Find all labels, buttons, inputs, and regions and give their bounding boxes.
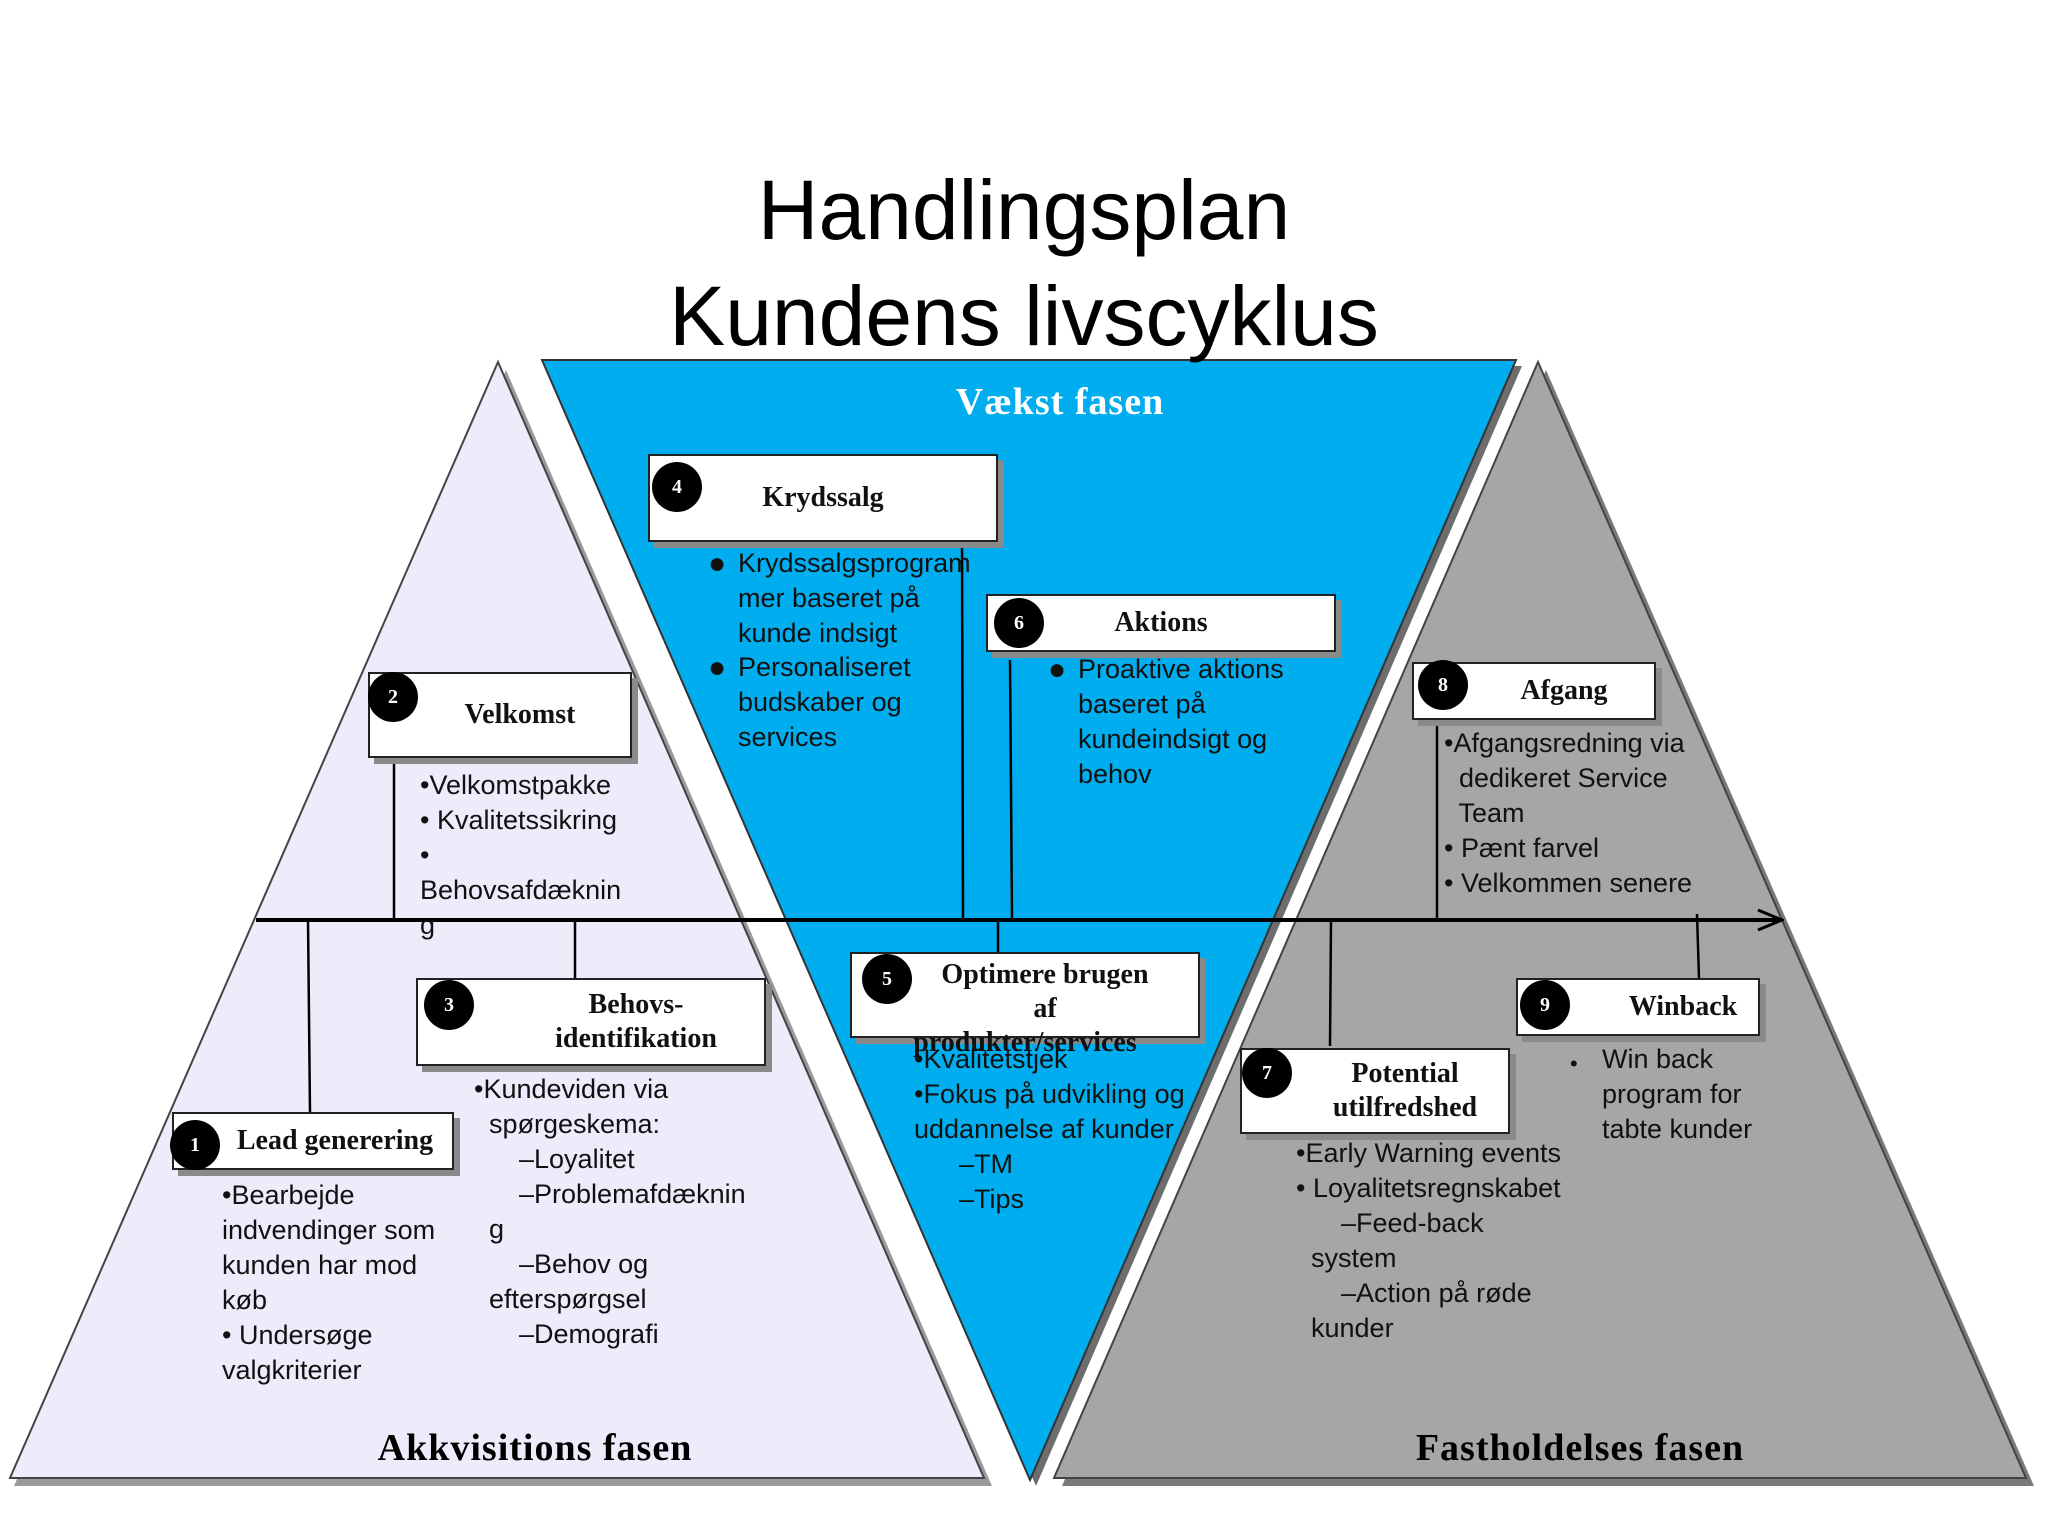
connector-4 xyxy=(960,539,965,921)
step-title-5a: Optimere brugen xyxy=(941,959,1149,990)
step-title-5c: produkter/services xyxy=(913,1027,1137,1058)
step-title-2: Velkomst xyxy=(464,699,576,730)
step-title-3b: identifikation xyxy=(555,1023,717,1054)
step-title-6: Aktions xyxy=(1114,607,1208,638)
step-text-3: •Kundeviden via spørgeskema: –Loyalitet … xyxy=(474,1074,746,1349)
step-title-5b: af xyxy=(1033,993,1057,1024)
step-title-7b: utilfredshed xyxy=(1332,1092,1478,1123)
step-bullet-4b: ● Personaliseret budskaber og services xyxy=(708,651,911,752)
step-box-4: Krydssalg xyxy=(648,454,998,542)
step-title-1: Lead generering xyxy=(236,1125,434,1156)
step-marker-9: • xyxy=(1570,1051,1578,1076)
phase-title-retention: Fastholdelses fasen xyxy=(1415,1427,1745,1469)
step-number-6: 6 xyxy=(994,598,1044,648)
connector-6 xyxy=(1008,659,1014,921)
page-title-line2: Kundens livscyklus xyxy=(669,269,1379,363)
step-number-4: 4 xyxy=(652,462,702,512)
step-text-5: •Kvalitetstjek •Fokus på udvikling og ud… xyxy=(914,1044,1185,1214)
connector-9 xyxy=(1695,913,1701,979)
step-title-7a: Potential xyxy=(1351,1058,1459,1089)
connector-7 xyxy=(1328,919,1333,1047)
step-box-6: Aktions xyxy=(986,594,1336,652)
step-text-7: •Early Warning events • Loyalitetsregnsk… xyxy=(1296,1138,1562,1343)
step-number-3: 3 xyxy=(424,980,474,1030)
step-box-3: Behovs- identifikation xyxy=(416,978,766,1066)
step-bullet-6a: ● Proaktive aktions baseret på kundeinds… xyxy=(1048,653,1284,789)
step-number-9: 9 xyxy=(1520,980,1570,1030)
step-number-5: 5 xyxy=(862,954,912,1004)
step-title-9: Winback xyxy=(1628,991,1738,1022)
step-number-1: 1 xyxy=(170,1120,220,1170)
connector-1 xyxy=(306,919,312,1113)
step-bullet-4a: ● Krydssalgsprogram mer baseret på kunde… xyxy=(708,547,971,648)
step-number-8: 8 xyxy=(1418,660,1468,710)
phase-title-acquisition: Akkvisitions fasen xyxy=(377,1427,693,1469)
page-title-line1: Handlingsplan xyxy=(757,163,1291,257)
step-title-8: Afgang xyxy=(1520,675,1608,706)
step-text-8: •Afgangsredning via dedikeret Service Te… xyxy=(1444,728,1693,898)
step-text-1: •Bearbejde indvendinger som kunden har m… xyxy=(222,1180,436,1385)
step-text-9: Win back program for tabte kunder xyxy=(1602,1044,1753,1144)
step-box-7: Potential utilfredshed xyxy=(1240,1048,1510,1134)
step-number-7: 7 xyxy=(1242,1048,1292,1098)
step-title-4: Krydssalg xyxy=(762,482,884,513)
step-title-3a: Behovs- xyxy=(588,989,684,1020)
step-text-2: •Velkomstpakke • Kvalitetssikring • Beho… xyxy=(420,770,622,940)
step-box-1: Lead generering xyxy=(172,1112,454,1170)
step-number-2: 2 xyxy=(368,672,418,722)
phase-title-growth: Vækst fasen xyxy=(955,381,1165,423)
